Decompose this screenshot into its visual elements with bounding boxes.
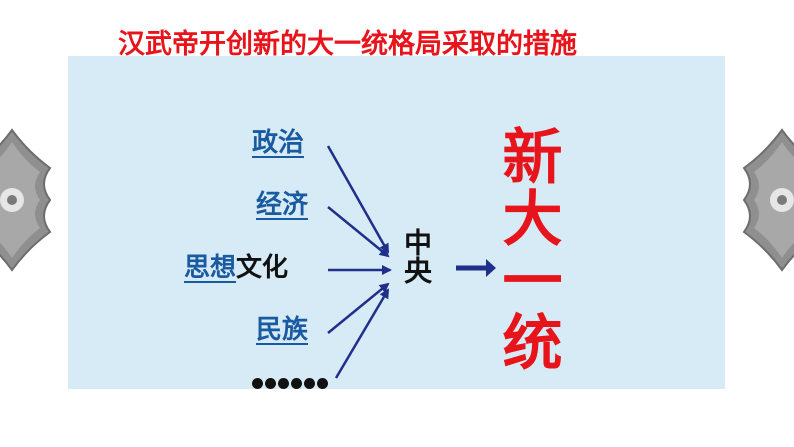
ellipsis-dots	[252, 374, 330, 393]
item-thought-culture: 思想文化	[184, 253, 288, 283]
arrow-others	[334, 288, 390, 379]
ornament-left-icon	[0, 128, 52, 272]
arrow-ethnic	[327, 282, 390, 334]
item-politics: 政治	[252, 128, 304, 158]
culture-label: 文化	[236, 253, 289, 283]
arrow-politics	[326, 145, 390, 254]
item-ethnic: 民族	[256, 315, 308, 345]
economy-label: 经济	[256, 190, 309, 220]
item-economy: 经济	[256, 190, 308, 220]
center-label: 中央	[400, 228, 433, 284]
arrow-economy	[327, 206, 390, 258]
ethnic-label: 民族	[256, 315, 309, 345]
diagram-panel	[68, 56, 725, 389]
ornament-right-icon	[742, 128, 794, 272]
politics-label: 政治	[252, 128, 305, 158]
arrow-to-result-head	[486, 259, 496, 277]
thought-label: 思想	[184, 253, 237, 283]
page-title: 汉武帝开创新的大一统格局采取的措施	[118, 29, 577, 60]
result-label: 新大一统	[492, 125, 562, 373]
